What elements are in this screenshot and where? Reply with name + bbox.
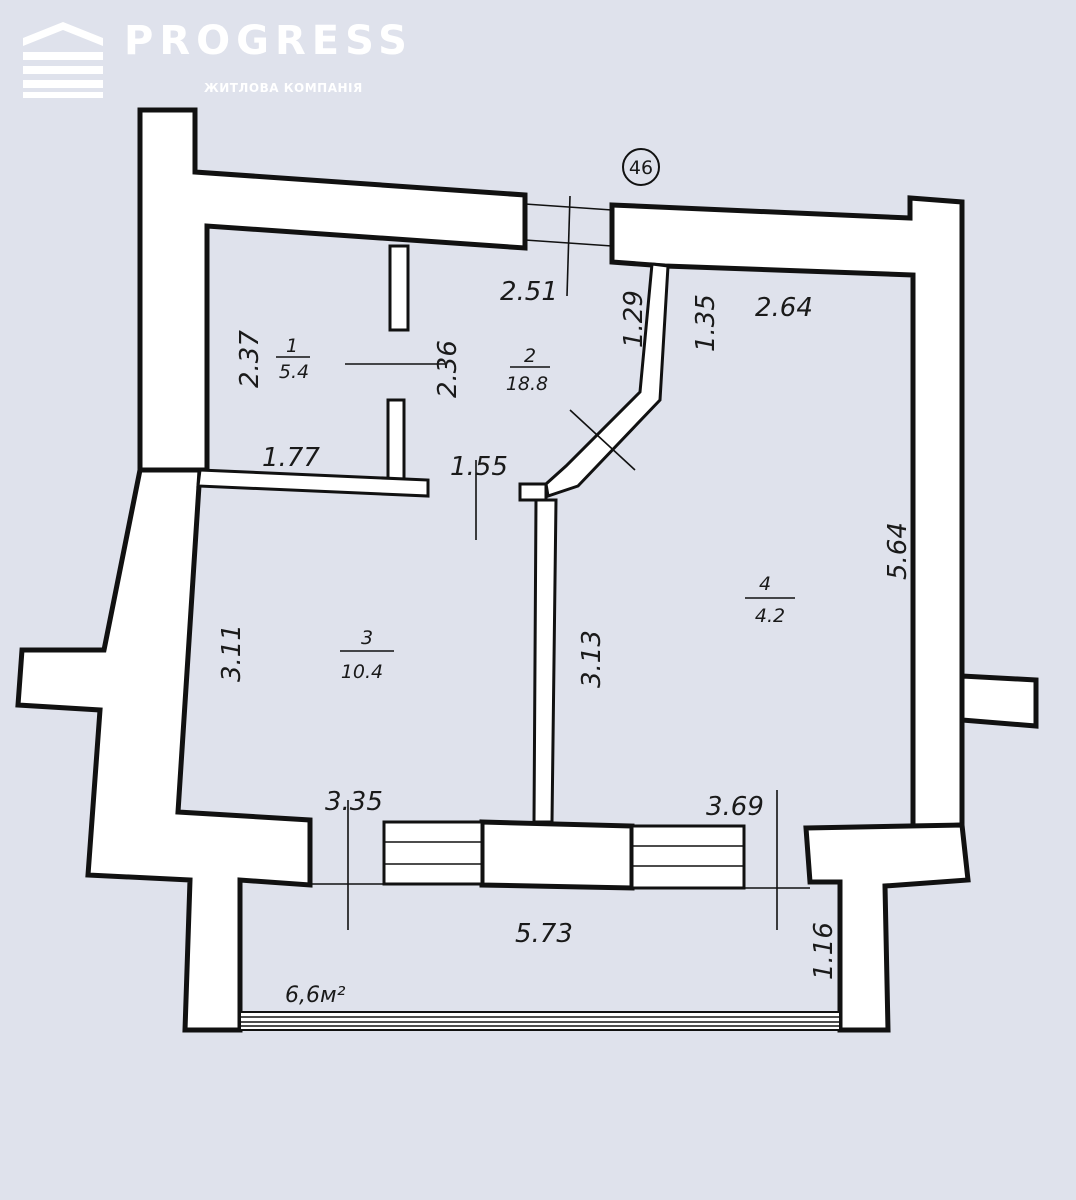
- window-left: [382, 820, 484, 886]
- svg-text:5.4: 5.4: [279, 361, 309, 383]
- dim-balcony-depth: 1.16: [809, 922, 839, 980]
- room-1-label: 2 18.8: [506, 345, 550, 395]
- partition-room3-room2: [532, 498, 558, 824]
- entry-doorway: [524, 195, 613, 297]
- dim-room3-height-left: 3.11: [217, 624, 247, 682]
- building-stack-icon: [23, 22, 103, 98]
- dim-hall-height: 2.36: [433, 340, 463, 398]
- dim-room2-height: 5.64: [883, 522, 913, 580]
- svg-text:1: 1: [286, 335, 298, 357]
- dim-room3-height-right: 3.13: [577, 630, 607, 688]
- svg-text:4.2: 4.2: [755, 605, 785, 627]
- svg-text:10.4: 10.4: [341, 661, 383, 683]
- west-wall: [15, 467, 313, 1033]
- svg-text:4: 4: [759, 573, 771, 595]
- dim-room4-width: 1.77: [262, 443, 320, 473]
- dim-entry-width: 2.51: [500, 277, 558, 307]
- room-3-label: 3 10.4: [340, 627, 394, 683]
- balcony-railing: [239, 1011, 841, 1031]
- dim-room4-height: 2.37: [235, 330, 265, 388]
- partition-hall-room3: [518, 482, 548, 502]
- south-pier: [479, 819, 635, 891]
- dim-hall-diag-right: 1.35: [691, 294, 721, 352]
- partition-hall-room4-lower: [386, 398, 406, 482]
- dim-hall-diag-left: 1.29: [619, 290, 649, 348]
- svg-text:18.8: 18.8: [506, 373, 548, 395]
- balcony-area-note: 6,6м²: [285, 983, 346, 1008]
- partition-diagonal: [544, 262, 670, 498]
- east-balcony-wall: [803, 822, 971, 1033]
- dim-room2-width: 2.64: [755, 293, 813, 323]
- dim-line-diagonal: [569, 409, 636, 471]
- svg-text:2: 2: [524, 345, 536, 367]
- brand-subtitle: ЖИТЛОВА КОМПАНІЯ: [204, 81, 363, 95]
- brand-name: PROGRESS: [124, 18, 413, 64]
- dim-room2-bottom-width: 3.69: [706, 792, 764, 822]
- dim-balcony-width: 5.73: [515, 919, 573, 949]
- dim-room3-width: 3.35: [325, 787, 383, 817]
- apartment-number-circle: [622, 148, 660, 186]
- room-4-label: 1 5.4: [276, 335, 310, 383]
- dim-hall-width: 1.55: [450, 452, 508, 482]
- partition-hall-room4: [388, 244, 410, 332]
- north-wall-left: [137, 107, 528, 473]
- partition-room4-room3: [196, 468, 430, 498]
- apartment-number: 46: [629, 157, 653, 179]
- window-right: [630, 824, 746, 890]
- room-2-label: 4 4.2: [745, 573, 795, 627]
- brand-header: PROGRESS ЖИТЛОВА КОМПАНІЯ: [0, 0, 440, 110]
- svg-text:3: 3: [361, 627, 373, 649]
- east-wall: [959, 673, 1039, 729]
